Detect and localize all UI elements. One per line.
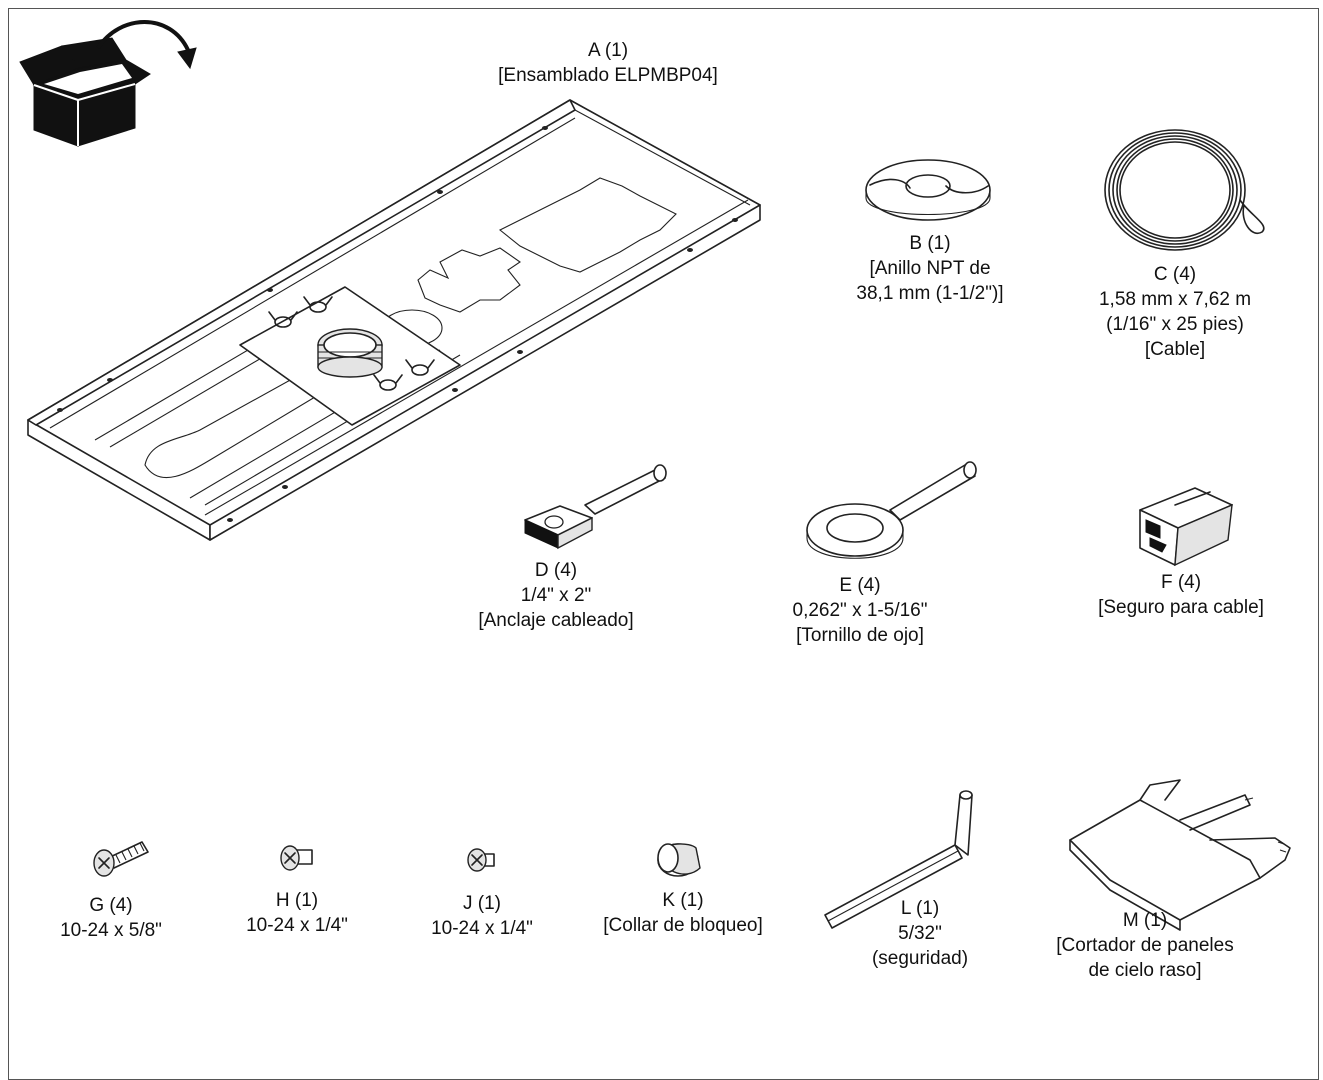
part-b-name: B (1) <box>909 233 951 254</box>
part-a-plate <box>27 99 761 541</box>
part-k-collar <box>657 843 701 877</box>
part-l-line2: (seguridad) <box>871 948 969 969</box>
part-m-name: M (1) <box>1122 910 1168 931</box>
part-c-label: C (4) 1,58 mm x 7,62 m (1/16" x 25 pies)… <box>1070 262 1280 362</box>
part-m-label: M (1) [Cortador de paneles de cielo raso… <box>1030 908 1260 983</box>
part-j-line1: 10-24 x 1/4" <box>431 918 533 939</box>
part-h-name: H (1) <box>275 890 319 911</box>
part-c-line2: (1/16" x 25 pies) <box>1106 314 1244 335</box>
part-d-line1: 1/4" x 2" <box>520 585 592 606</box>
part-f-label: F (4) [Seguro para cable] <box>1068 570 1294 620</box>
part-c-cable <box>1104 129 1265 251</box>
part-a-name: A (1) <box>587 40 629 61</box>
part-m-line1: [Cortador de paneles <box>1056 935 1234 956</box>
part-f-line1: [Seguro para cable] <box>1098 597 1264 618</box>
part-h-screw <box>280 845 313 871</box>
part-h-label: H (1) 10-24 x 1/4" <box>226 888 368 938</box>
curved-arrow-icon <box>96 20 197 70</box>
part-j-label: J (1) 10-24 x 1/4" <box>411 891 553 941</box>
part-e-line1: 0,262" x 1-5/16" <box>792 600 928 621</box>
part-h-line1: 10-24 x 1/4" <box>246 915 348 936</box>
part-a-label: A (1) [Ensamblado ELPMBP04] <box>470 38 746 88</box>
part-c-name: C (4) <box>1153 264 1197 285</box>
part-d-anchor <box>524 464 667 550</box>
part-k-line1: [Collar de bloqueo] <box>603 915 763 936</box>
part-b-ring <box>865 159 991 221</box>
part-k-name: K (1) <box>662 890 704 911</box>
part-g-screw <box>93 841 149 877</box>
part-a-desc: [Ensamblado ELPMBP04] <box>498 65 718 86</box>
part-d-label: D (4) 1/4" x 2" [Anclaje cableado] <box>448 558 664 633</box>
part-c-line3: [Cable] <box>1144 339 1206 360</box>
part-b-line2: 38,1 mm (1-1/2")] <box>856 283 1004 304</box>
part-k-label: K (1) [Collar de bloqueo] <box>580 888 786 938</box>
part-l-hexkey <box>824 790 973 929</box>
part-g-line1: 10-24 x 5/8" <box>60 920 162 941</box>
part-m-line2: de cielo raso] <box>1088 960 1202 981</box>
part-f-name: F (4) <box>1160 572 1202 593</box>
part-l-name: L (1) <box>900 898 940 919</box>
part-d-line2: [Anclaje cableado] <box>478 610 634 631</box>
part-b-line1: [Anillo NPT de <box>869 258 991 279</box>
part-e-name: E (4) <box>839 575 881 596</box>
part-j-name: J (1) <box>463 893 501 914</box>
part-m-cutter <box>1069 779 1291 931</box>
part-e-eyebolt <box>806 461 977 559</box>
part-c-line1: 1,58 mm x 7,62 m <box>1098 289 1252 310</box>
part-d-name: D (4) <box>534 560 578 581</box>
part-f-cablelock <box>1139 487 1233 567</box>
part-g-label: G (4) 10-24 x 5/8" <box>40 893 182 943</box>
part-j-screw <box>467 848 495 872</box>
part-g-name: G (4) <box>89 895 133 916</box>
part-l-label: L (1) 5/32" (seguridad) <box>852 896 988 971</box>
part-l-line1: 5/32" <box>898 923 942 944</box>
part-e-line2: [Tornillo de ojo] <box>796 625 924 646</box>
open-box-icon <box>19 37 151 147</box>
part-b-label: B (1) [Anillo NPT de 38,1 mm (1-1/2")] <box>820 231 1040 306</box>
part-e-label: E (4) 0,262" x 1-5/16" [Tornillo de ojo] <box>760 573 960 648</box>
